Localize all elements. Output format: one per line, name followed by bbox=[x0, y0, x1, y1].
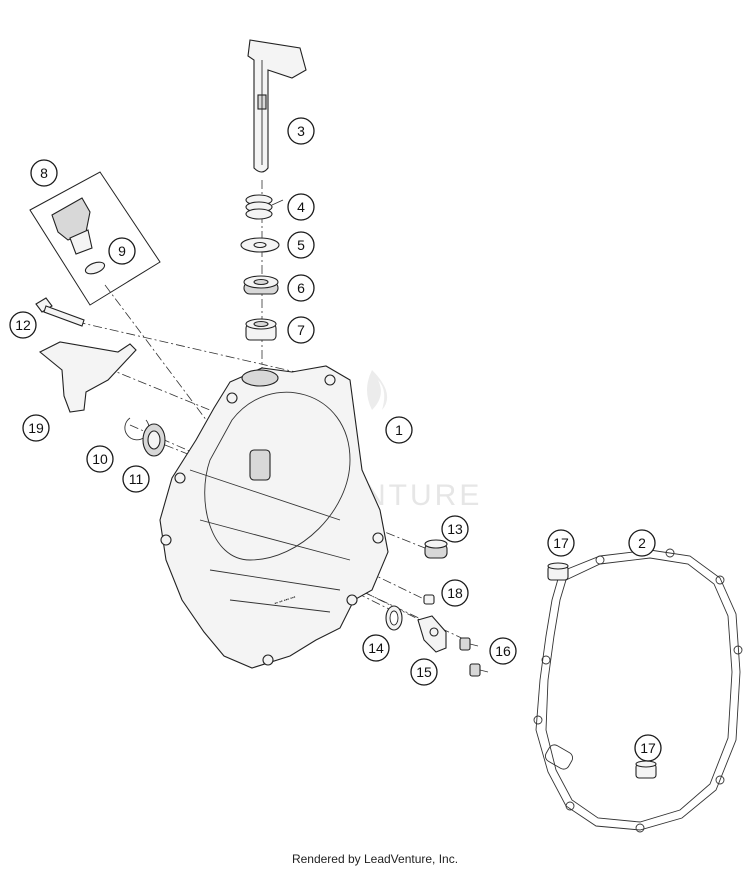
callout-15: 15 bbox=[410, 658, 438, 686]
callout-16: 16 bbox=[489, 637, 517, 665]
bracket bbox=[38, 341, 137, 413]
svg-text:17: 17 bbox=[640, 740, 656, 756]
svg-text:8: 8 bbox=[40, 165, 48, 181]
small-screw bbox=[423, 594, 435, 605]
svg-text:1: 1 bbox=[395, 422, 403, 438]
svg-text:10: 10 bbox=[92, 451, 108, 467]
callout-19: 19 bbox=[22, 414, 50, 442]
callout-1: 1 bbox=[385, 416, 413, 444]
svg-text:13: 13 bbox=[447, 521, 463, 537]
o-ring bbox=[385, 605, 403, 631]
callout-14: 14 bbox=[362, 634, 390, 662]
cover-plate bbox=[417, 615, 447, 653]
callout-13: 13 bbox=[441, 515, 469, 543]
svg-text:4: 4 bbox=[297, 199, 305, 215]
svg-text:6: 6 bbox=[297, 280, 305, 296]
svg-text:9: 9 bbox=[118, 243, 126, 259]
washer bbox=[240, 237, 280, 253]
callout-10: 10 bbox=[86, 445, 114, 473]
svg-text:14: 14 bbox=[368, 640, 384, 656]
oil-filler-plug-group bbox=[29, 171, 161, 306]
callout-12: 12 bbox=[9, 311, 37, 339]
dowel-pins bbox=[547, 562, 657, 779]
cover-gasket bbox=[533, 548, 743, 833]
shaft-bearing bbox=[243, 275, 279, 295]
callout-5: 5 bbox=[287, 231, 315, 259]
svg-text:17: 17 bbox=[553, 535, 569, 551]
torsion-spring bbox=[245, 194, 284, 220]
svg-text:11: 11 bbox=[129, 471, 144, 487]
callout-6: 6 bbox=[287, 274, 315, 302]
callout-17-top: 17 bbox=[547, 529, 575, 557]
callout-17-bottom: 17 bbox=[634, 734, 662, 762]
cover-plug bbox=[424, 539, 448, 559]
svg-text:15: 15 bbox=[416, 664, 432, 680]
callout-3: 3 bbox=[287, 117, 315, 145]
shaft-seal bbox=[142, 423, 166, 457]
svg-text:7: 7 bbox=[297, 322, 305, 338]
callout-2: 2 bbox=[628, 529, 656, 557]
callout-8: 8 bbox=[30, 159, 58, 187]
callout-7: 7 bbox=[287, 316, 315, 344]
svg-text:3: 3 bbox=[297, 123, 305, 139]
callout-18: 18 bbox=[441, 579, 469, 607]
callout-9: 9 bbox=[108, 237, 136, 265]
render-credit: Rendered by LeadVenture, Inc. bbox=[291, 852, 459, 866]
svg-text:2: 2 bbox=[638, 535, 646, 551]
svg-text:16: 16 bbox=[495, 643, 511, 659]
callout-4: 4 bbox=[287, 193, 315, 221]
cover-screws bbox=[459, 637, 489, 677]
svg-text:19: 19 bbox=[28, 420, 44, 436]
shift-shaft bbox=[247, 39, 307, 173]
svg-text:12: 12 bbox=[15, 317, 31, 333]
bolt bbox=[35, 297, 85, 327]
callout-11: 11 bbox=[122, 465, 150, 493]
svg-text:18: 18 bbox=[447, 585, 463, 601]
clutch-cover: ▪▪ ▪▪ ▪▪▪ ▪▪▪ bbox=[159, 365, 389, 669]
needle-bearing bbox=[245, 318, 277, 341]
svg-text:5: 5 bbox=[297, 237, 305, 253]
